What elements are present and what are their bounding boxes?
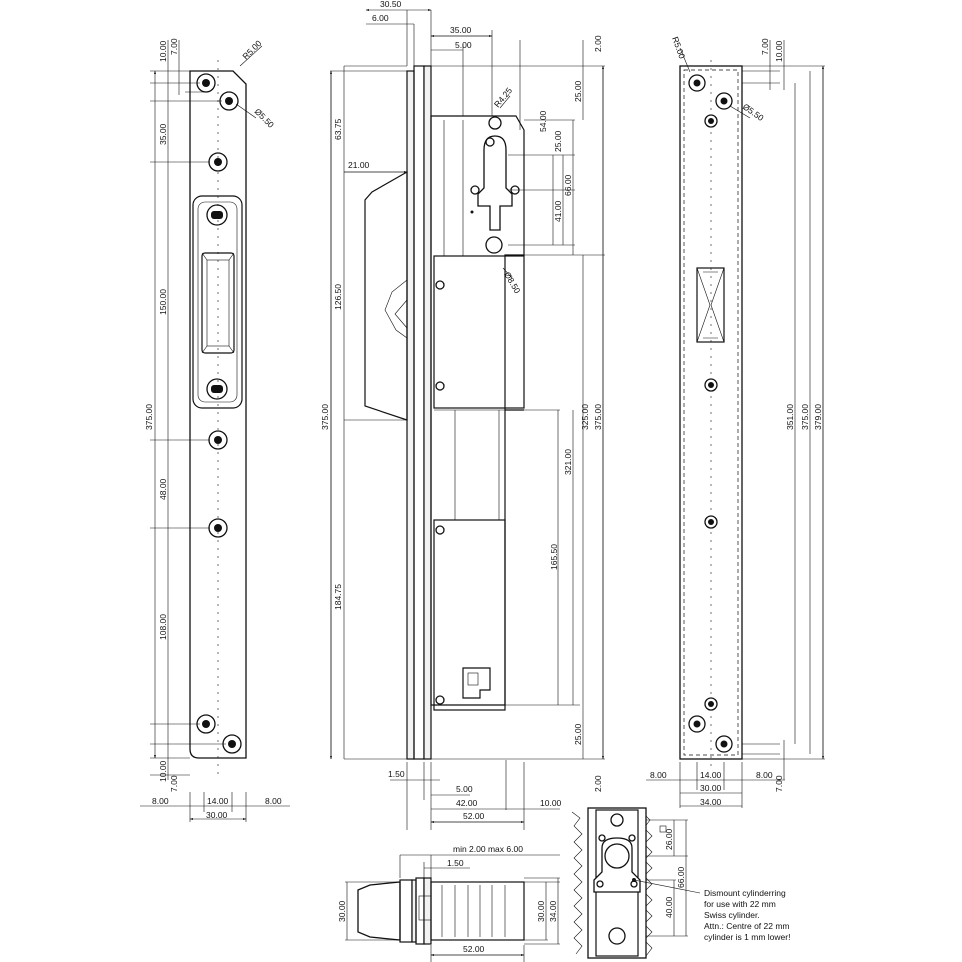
dim-label: 34.00 [548,900,558,922]
dim-label: 34.00 [700,797,722,807]
dim-label: 30.00 [700,783,722,793]
dim-label: 5.00 [456,784,473,794]
dim-label: 35.00 [450,25,472,35]
dim-label: 10.00 [158,760,168,782]
dim-label: Attn.: Centre of 22 mm [704,921,790,931]
detail-note: Dismount cylinderring for use with 22 mm… [704,888,790,942]
dim-label: 30.00 [206,810,228,820]
dim-label: 8.00 [152,796,169,806]
dim-label: 8.00 [756,770,773,780]
dim-label: 14.00 [207,796,229,806]
dim-label: 375.00 [320,404,330,430]
faceplate-holes [688,74,733,753]
dim-label: 30.00 [536,900,546,922]
dim-label: 30.00 [337,900,347,922]
dim-label: 52.00 [463,944,485,954]
dim-label: 7.00 [774,775,784,792]
dim-label: 10.00 [540,798,562,808]
dim-label: 375.00 [593,404,603,430]
dim-label: 35.00 [158,123,168,145]
lock-side-view: 30.50 6.00 35.00 5.00 63.75 21.00 126.50… [320,0,605,830]
detail-dims: 26.00 66.00 40.00 [664,828,686,918]
dim-label: 1.50 [447,858,464,868]
top-view: min 2.00 max 6.00 1.50 30.00 30.00 34.00… [337,844,560,962]
dim-label: 2.00 [593,35,603,52]
dim-label: 379.00 [813,404,823,430]
dim-label: 165.50 [549,544,559,570]
dim-label: 321.00 [563,449,573,475]
dim-label: 41.00 [553,200,563,222]
dim-label: Swiss cylinder. [704,910,760,920]
dim-label: 7.00 [169,775,179,792]
faceplate-view: R5.00 7.00 10.00 Ø5.50 351.00 375.00 379… [646,35,825,808]
dim-label: 54.00 [538,110,548,132]
dim-label: 108.00 [158,614,168,640]
dim-label: 375.00 [144,404,154,430]
dim-label: R4.25 [492,85,514,109]
dim-label: 26.00 [664,828,674,850]
dim-label: min 2.00 max 6.00 [453,844,523,854]
dim-label: 351.00 [785,404,795,430]
dim-label: 21.00 [348,160,370,170]
strike-plate-outline [189,70,247,759]
dim-label: for use with 22 mm [704,899,776,909]
dim-label: 10.00 [774,40,784,62]
dim-label: Ø5.50 [741,101,766,123]
dim-label: 126.50 [333,284,343,310]
dim-label: 48.00 [158,478,168,500]
dim-label: 150.00 [158,289,168,315]
dim-label: 10.00 [158,40,168,62]
cylinder-profile [477,135,513,231]
lock-body-lower [433,519,506,711]
dim-label: 40.00 [664,896,674,918]
dim-label: 8.00 [265,796,282,806]
dim-label: Dismount cylinderring [704,888,786,898]
dim-label: 325.00 [580,404,590,430]
strike-plate-view: 10.00 7.00 35.00 150.00 375.00 48.00 108… [140,38,290,822]
dim-label: 30.50 [380,0,402,9]
dim-label: 25.00 [553,130,563,152]
dim-label: 6.00 [372,13,389,23]
dim-label: 25.00 [573,80,583,102]
lock-body-upper [433,255,525,409]
latch-top-profile [357,881,401,941]
latch-bolt [364,170,408,421]
dim-label: 184.75 [333,584,343,610]
side-view-dims: 30.50 6.00 35.00 5.00 63.75 21.00 126.50… [320,0,603,821]
dim-label: 5.00 [455,40,472,50]
dim-label: 7.00 [760,38,770,55]
dim-label: 1.50 [388,769,405,779]
hole-label: Ø5.50 [253,106,277,130]
cylinder-detail: 26.00 66.00 40.00 Dismount cylinderring … [571,807,790,959]
dim-label: 14.00 [700,770,722,780]
dim-label: 7.00 [169,38,179,55]
radius-label: R5.00 [240,38,263,61]
case-top [430,881,525,941]
dim-label: 66.00 [563,174,573,196]
faceplate-latch-opening [696,267,725,343]
dim-label: 375.00 [800,404,810,430]
faceplate-edge [406,70,415,760]
dim-label: 8.00 [650,770,667,780]
dim-label: 42.00 [456,798,478,808]
dim-label: R5.00 [670,35,687,60]
dim-label: 25.00 [573,723,583,745]
dim-label: 63.75 [333,118,343,140]
top-view-dims: min 2.00 max 6.00 1.50 30.00 30.00 34.00… [337,844,558,954]
dim-label: 66.00 [676,866,686,888]
dim-label: 52.00 [463,811,485,821]
dim-label: 2.00 [593,775,603,792]
dim-label: cylinder is 1 mm lower! [704,932,790,942]
